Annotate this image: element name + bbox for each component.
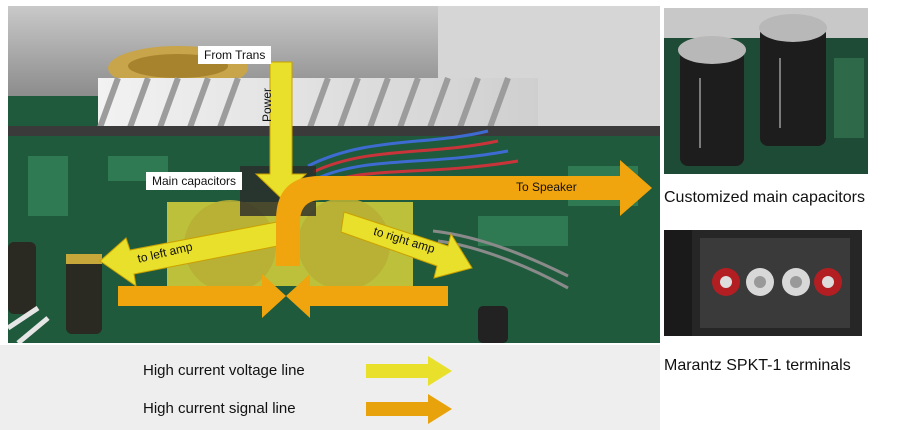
signal-arrow-right: [286, 274, 448, 318]
customized-capacitors-photo: [664, 8, 868, 174]
power-arrow: [254, 61, 308, 199]
legend-band: [0, 345, 660, 430]
legend-voltage-arrow: [366, 356, 452, 386]
flow-arrows: [99, 61, 652, 318]
terminals-caption: Marantz SPKT-1 terminals: [664, 357, 851, 374]
to-speaker-label: To Speaker: [516, 180, 577, 194]
to-left-amp-arrow: [99, 218, 299, 288]
power-label: Power: [260, 87, 274, 122]
to-speaker-arrow: [276, 160, 652, 266]
legend-signal-label: High current signal line: [143, 400, 296, 417]
signal-arrow-left: [118, 274, 286, 318]
legend-voltage-label: High current voltage line: [143, 362, 305, 379]
capacitors-caption: Customized main capacitors: [664, 189, 865, 206]
spkt-1-terminals-photo: [664, 230, 862, 336]
to-right-amp-arrow: [340, 211, 473, 279]
main-capacitors-label: Main capacitors: [146, 172, 243, 190]
amplifier-board-photo: From Trans Power Main capacitors To Spea…: [8, 6, 660, 343]
legend-signal-arrow: [366, 394, 452, 424]
board-illustration: [8, 6, 660, 343]
from-trans-label: From Trans: [198, 46, 272, 64]
